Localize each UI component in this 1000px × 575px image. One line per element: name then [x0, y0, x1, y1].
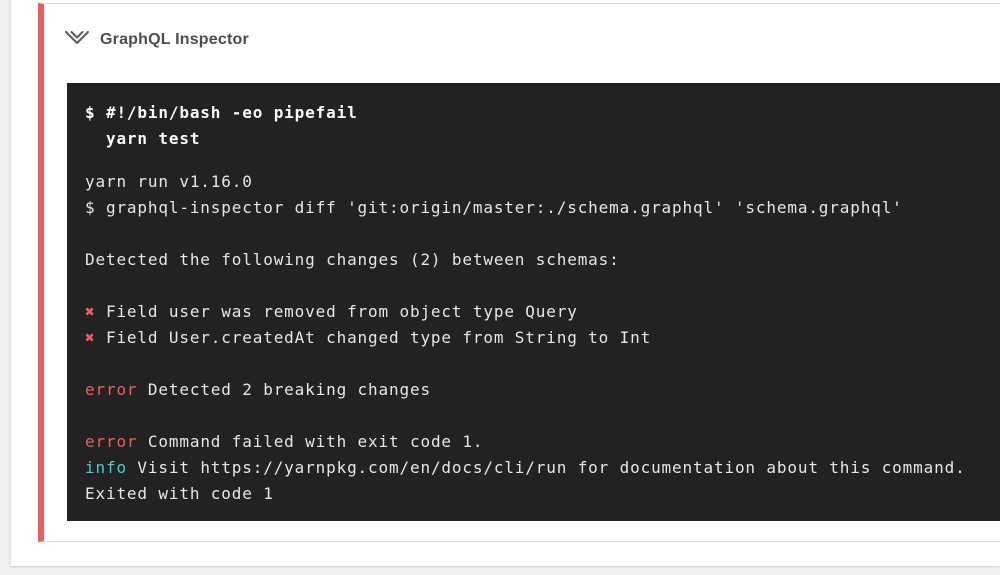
step-title: GraphQL Inspector [100, 31, 249, 48]
step-card-graphql-inspector: GraphQL Inspector $ #!/bin/bash -eo pipe… [38, 3, 1000, 542]
terminal-line: ✖ Field User.createdAt changed type from… [85, 325, 982, 351]
terminal-line: error Command failed with exit code 1. [85, 429, 982, 455]
terminal-line: Exited with code 1 [85, 481, 982, 507]
terminal-segment-cyan: info [85, 458, 127, 477]
command-block: $ #!/bin/bash -eo pipefail yarn test [85, 100, 982, 152]
terminal-line [85, 351, 982, 377]
terminal-segment: Detected the following changes (2) betwe… [85, 250, 620, 269]
terminal-segment: yarn run v1.16.0 [85, 172, 253, 191]
terminal-segment: Field user was removed from object type … [95, 302, 578, 321]
step-header[interactable]: GraphQL Inspector [44, 4, 1000, 80]
terminal-segment: Detected 2 breaking changes [137, 380, 431, 399]
terminal-segment: Visit https://yarnpkg.com/en/docs/cli/ru… [126, 458, 966, 477]
terminal-line: $ #!/bin/bash -eo pipefail [85, 103, 358, 122]
terminal-output: $ #!/bin/bash -eo pipefail yarn test yar… [67, 83, 1000, 521]
terminal-segment-red: ✖ [85, 328, 96, 347]
terminal-line: ✖ Field user was removed from object typ… [85, 299, 982, 325]
terminal-segment: Command failed with exit code 1. [137, 432, 484, 451]
build-output-panel: GraphQL Inspector $ #!/bin/bash -eo pipe… [10, 0, 1000, 566]
terminal-segment-red: error [85, 380, 138, 399]
terminal-line [85, 403, 982, 429]
terminal-line [85, 221, 982, 247]
terminal-segment: $ graphql-inspector diff 'git:origin/mas… [85, 198, 903, 217]
terminal-segment-red: ✖ [85, 302, 96, 321]
terminal-segment: Exited with code 1 [85, 484, 274, 503]
terminal-segment-red: error [85, 432, 138, 451]
terminal-segment: Field User.createdAt changed type from S… [95, 328, 652, 347]
terminal-line: yarn test [85, 129, 201, 148]
terminal-line: yarn run v1.16.0 [85, 169, 982, 195]
terminal-line: error Detected 2 breaking changes [85, 377, 982, 403]
terminal-line: info Visit https://yarnpkg.com/en/docs/c… [85, 455, 982, 481]
terminal-line: Detected the following changes (2) betwe… [85, 247, 982, 273]
terminal-line: $ graphql-inspector diff 'git:origin/mas… [85, 195, 982, 221]
terminal-line [85, 273, 982, 299]
double-chevron-down-icon[interactable] [64, 27, 90, 51]
output-block: yarn run v1.16.0 $ graphql-inspector diff… [85, 169, 982, 507]
